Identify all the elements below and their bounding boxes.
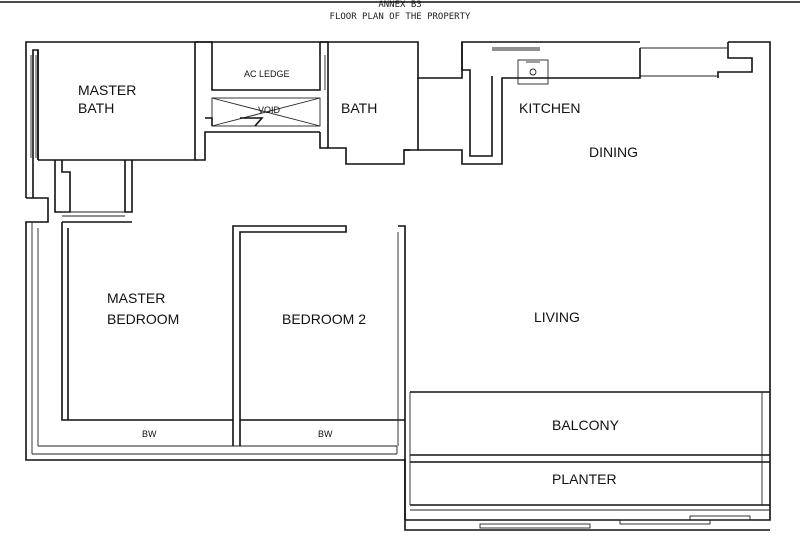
- bath-label: BATH: [341, 100, 377, 116]
- master-bath-label-2: BATH: [78, 100, 114, 116]
- planter-label: PLANTER: [552, 471, 617, 487]
- sliding-door: [479, 523, 591, 529]
- balcony-label: BALCONY: [552, 417, 620, 433]
- kitchen-label: KITCHEN: [519, 100, 580, 116]
- ac-ledge-label: AC LEDGE: [244, 69, 290, 79]
- bw-label-1: BW: [142, 429, 157, 439]
- bath-walls: [319, 41, 419, 165]
- bedroom-walls: [61, 222, 406, 520]
- ac-ledge-void: [195, 41, 321, 161]
- living-label: LIVING: [534, 309, 580, 325]
- bw-label-2: BW: [318, 429, 333, 439]
- master-bedroom-label-2: BEDROOM: [107, 311, 179, 327]
- plan-title: FLOOR PLAN OF THE PROPERTY: [329, 12, 471, 22]
- annex-label: ANNEX B3: [378, 0, 422, 10]
- master-bath-label-1: MASTER: [78, 82, 136, 98]
- kitchen-walls: [418, 42, 641, 165]
- sink-icon: [517, 59, 549, 85]
- balcony-planter: [409, 391, 770, 529]
- master-bedroom-label-1: MASTER: [107, 290, 165, 306]
- bedroom-2-label: BEDROOM 2: [282, 311, 366, 327]
- dining-label: DINING: [589, 144, 638, 160]
- master-bath-walls: [30, 42, 196, 223]
- void-label: VOID: [258, 105, 281, 115]
